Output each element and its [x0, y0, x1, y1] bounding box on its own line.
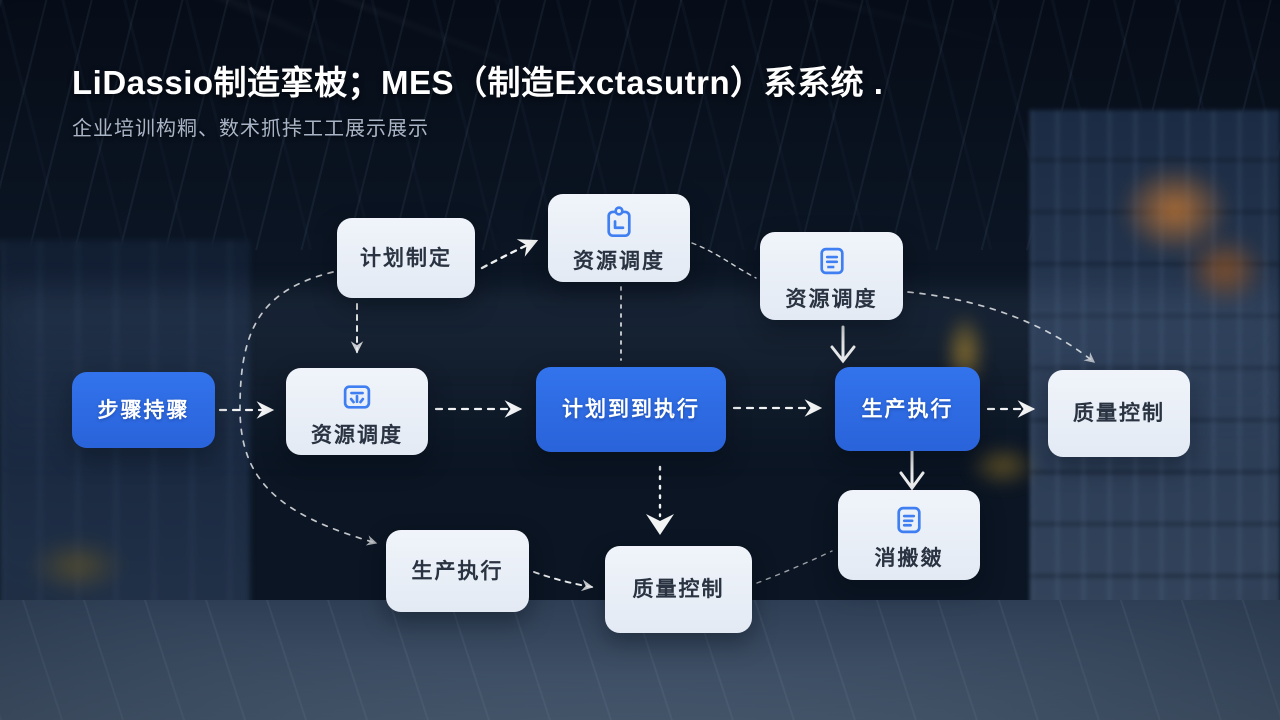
node-resource-mid: 资源调度 [286, 368, 428, 455]
node-label: 步骤持骤 [97, 398, 190, 422]
node-label: 资源调度 [311, 423, 403, 447]
node-steps: 步骤持骤 [72, 372, 215, 448]
node-quality-bottom: 质量控制 [605, 546, 752, 633]
node-label: 资源调度 [573, 250, 665, 273]
document-lines-icon [890, 501, 928, 539]
node-resource-top: 资源调度 [548, 194, 690, 282]
document-lines-icon [813, 242, 851, 280]
page-title: LiDassio制造挛柀；MES（制造Exctasutrn）系系统 . [72, 64, 884, 101]
node-production: 生产执行 [835, 367, 980, 451]
node-label: 计划制定 [360, 246, 452, 270]
node-quality-right: 质量控制 [1048, 370, 1190, 457]
node-label: 资源调度 [785, 288, 878, 311]
node-label: 质量控制 [1073, 402, 1165, 425]
node-production-bottom: 生产执行 [386, 530, 529, 612]
node-label: 生产执行 [861, 397, 954, 421]
node-label: 生产执行 [411, 559, 504, 583]
node-label: 质量控制 [632, 578, 725, 601]
node-label: 计划到到执行 [562, 398, 700, 421]
node-plan-to-execution: 计划到到执行 [536, 367, 726, 452]
page-subtitle: 企业培训构粡、数术抓挊工工展示展示 [72, 118, 429, 140]
node-plan: 计划制定 [337, 218, 475, 298]
node-resource-right: 资源调度 [760, 232, 903, 320]
card-lines-icon [338, 378, 376, 416]
clipboard-icon [600, 204, 638, 242]
node-label: 消搬皴 [874, 547, 944, 570]
node-data-doc: 消搬皴 [838, 490, 980, 580]
